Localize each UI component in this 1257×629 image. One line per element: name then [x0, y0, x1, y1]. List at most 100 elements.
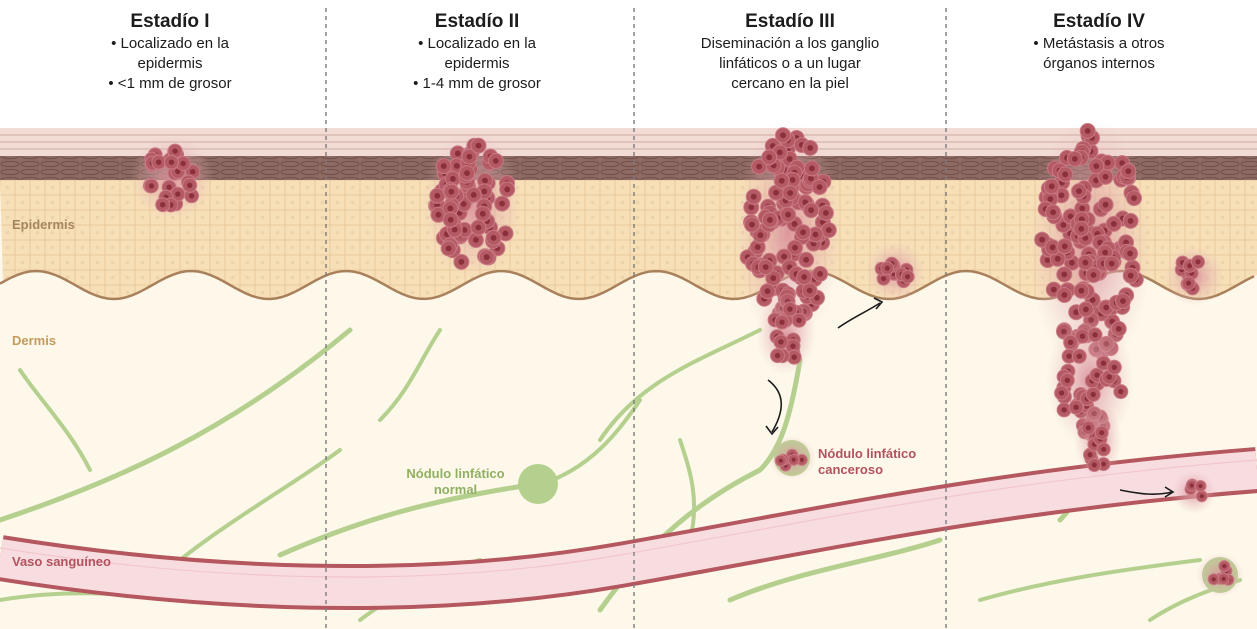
tumor-nucleus	[1127, 251, 1133, 257]
tumor-nucleus	[1059, 192, 1065, 198]
tumor-nucleus	[476, 225, 482, 231]
tumor-nucleus	[1079, 288, 1085, 294]
tumor-nucleus	[187, 183, 192, 188]
tumor-nucleus	[471, 192, 477, 198]
tumor-nucleus	[482, 178, 488, 184]
tumor-nucleus	[1131, 195, 1137, 201]
tumor-nucleus	[1088, 452, 1093, 457]
tumor-nucleus	[190, 169, 195, 174]
stage-4-title: Estadío IV	[948, 10, 1250, 34]
tumor-nucleus	[1061, 222, 1067, 228]
tumor-nucleus	[766, 154, 772, 160]
tumor-nucleus	[189, 193, 194, 198]
tumor-nucleus	[1050, 209, 1056, 215]
tumor-nucleus	[807, 288, 813, 294]
tumor-nucleus	[1068, 340, 1073, 345]
tumor-nucleus	[1111, 221, 1117, 227]
tumor-nucleus	[1077, 354, 1082, 359]
tumor-nucleus	[1045, 257, 1051, 263]
tumor-nucleus	[751, 194, 757, 200]
tumor-nucleus	[434, 193, 440, 199]
tumor-nucleus	[781, 254, 787, 260]
tumor-nucleus	[787, 190, 793, 196]
tumor-nucleus	[1128, 218, 1134, 224]
tumor-nucleus	[1055, 256, 1061, 262]
tumor-nucleus	[790, 177, 796, 183]
blood-vessel-label: Vaso sanguíneo	[12, 554, 111, 570]
cancer-lymph-node-label: Nódulo linfático canceroso	[818, 446, 916, 478]
tumor-nucleus	[778, 339, 783, 344]
tumor-nucleus	[464, 170, 470, 176]
tumor-nucleus	[779, 459, 783, 463]
stage-4-header: Estadío IV • Metástasis a otros órganos …	[948, 10, 1250, 74]
tumor-nucleus	[1091, 272, 1097, 278]
tumor-nucleus	[1118, 389, 1123, 394]
tumor-nucleus	[1101, 447, 1106, 452]
tumor-nucleus	[476, 143, 482, 149]
tumor-nucleus	[1066, 354, 1071, 359]
tumor-nucleus	[1120, 298, 1126, 304]
tumor-nucleus	[1065, 378, 1070, 383]
tumor-nucleus	[756, 164, 762, 170]
tumor-nucleus	[1196, 259, 1201, 264]
tumor-nucleus	[504, 187, 510, 193]
tumor-nucleus	[755, 244, 761, 250]
tumor-nucleus	[800, 229, 806, 235]
tumor-nucleus	[792, 458, 796, 462]
tumor-nucleus	[808, 176, 814, 182]
tumor-nucleus	[808, 207, 814, 213]
tumor-nucleus	[450, 176, 456, 182]
tumor-nucleus	[1062, 172, 1068, 178]
tumor-nucleus	[1062, 243, 1068, 249]
tumor-nucleus	[1079, 206, 1085, 212]
tumor-nucleus	[777, 150, 783, 156]
tumor-nucleus	[817, 271, 823, 277]
tumor-nucleus	[454, 163, 460, 169]
tumor-nucleus	[787, 306, 792, 311]
tumor-nucleus	[1086, 425, 1091, 430]
tumor-nucleus	[1125, 168, 1131, 174]
tumor-nucleus	[175, 191, 180, 196]
tumor-nucleus	[1103, 305, 1109, 311]
tumor-nucleus	[1061, 272, 1067, 278]
stage-2-description: • Localizado en la epidermis • 1-4 mm de…	[332, 34, 622, 94]
tumor-nucleus	[441, 163, 447, 169]
tumor-nucleus	[885, 266, 890, 271]
stage-3-description: Diseminación a los ganglio linfáticos o …	[640, 34, 940, 94]
tumor-nucleus	[787, 156, 793, 162]
tumor-nucleus	[1103, 174, 1109, 180]
tumor-nucleus	[1085, 128, 1091, 134]
tumor-nucleus	[1092, 332, 1097, 337]
tumor-nucleus	[493, 158, 499, 164]
stage-3-title: Estadío III	[640, 10, 940, 34]
tumor-nucleus	[1093, 163, 1099, 169]
tumor-nucleus	[1062, 292, 1068, 298]
tumor-nucleus	[780, 132, 786, 138]
stage-4-description: • Metástasis a otros órganos internos	[948, 34, 1250, 74]
tumor-nucleus	[1099, 430, 1104, 435]
tumor-nucleus	[156, 160, 161, 165]
tumor-nucleus	[503, 231, 509, 237]
tumor-nucleus	[1128, 273, 1134, 279]
tumor-nucleus	[770, 275, 776, 281]
tumor-nucleus	[172, 148, 177, 153]
tumor-nucleus	[1094, 372, 1099, 377]
tumor-nucleus	[792, 221, 798, 227]
tumor-nucleus	[823, 210, 829, 216]
tumor-nucleus	[160, 202, 165, 207]
tumor-nucleus	[1061, 407, 1066, 412]
tumor-nucleus	[473, 237, 479, 243]
stage-1-title: Estadío I	[20, 10, 320, 34]
tumor-nucleus	[1091, 392, 1096, 397]
tumor-nucleus	[813, 232, 819, 238]
tumor-nucleus	[792, 245, 798, 251]
tumor-nucleus	[499, 201, 505, 207]
tumor-nucleus	[1073, 405, 1078, 410]
tumor-nucleus	[1200, 494, 1204, 498]
tumor-nucleus	[448, 217, 454, 223]
tumor-nucleus	[1083, 260, 1089, 266]
tumor-nucleus	[785, 212, 791, 218]
tumor-nucleus	[1050, 244, 1056, 250]
